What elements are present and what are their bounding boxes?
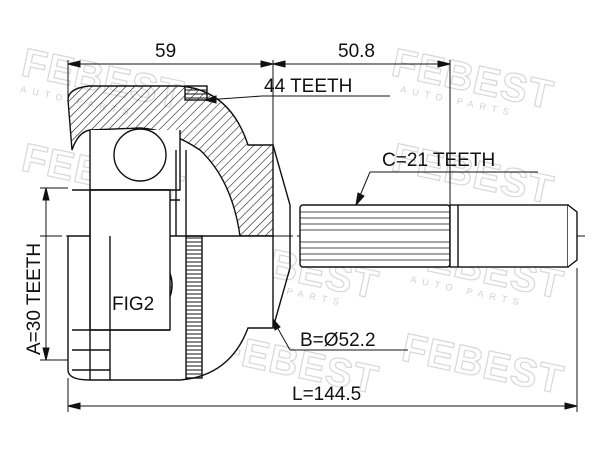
inner-bore <box>89 189 171 331</box>
dim-total-length: L=144.5 <box>292 384 361 405</box>
ball-circle <box>113 128 167 182</box>
dim-left-width: 59 <box>155 41 176 62</box>
abs-ring <box>185 235 203 379</box>
housing-neck <box>272 144 291 236</box>
shaft-spline <box>299 204 451 268</box>
watermark-text: FEBEST <box>388 136 557 213</box>
dim-inner-teeth: A=30 TEETH <box>24 243 45 355</box>
dim-right-width: 50.8 <box>338 41 375 62</box>
output-shaft <box>299 204 578 268</box>
top-tooth-block <box>184 85 208 101</box>
outer-housing <box>67 85 291 381</box>
watermark-text: FEBEST <box>398 326 567 403</box>
dim-diameter: B=Ø52.2 <box>300 330 376 351</box>
dim-outer-teeth: 44 TEETH <box>264 76 352 97</box>
dimension-lines <box>40 60 578 412</box>
figure-label: FIG2 <box>112 294 154 315</box>
dim-shaft-teeth: C=21 TEETH <box>382 150 495 171</box>
shaft-thread <box>449 204 569 268</box>
